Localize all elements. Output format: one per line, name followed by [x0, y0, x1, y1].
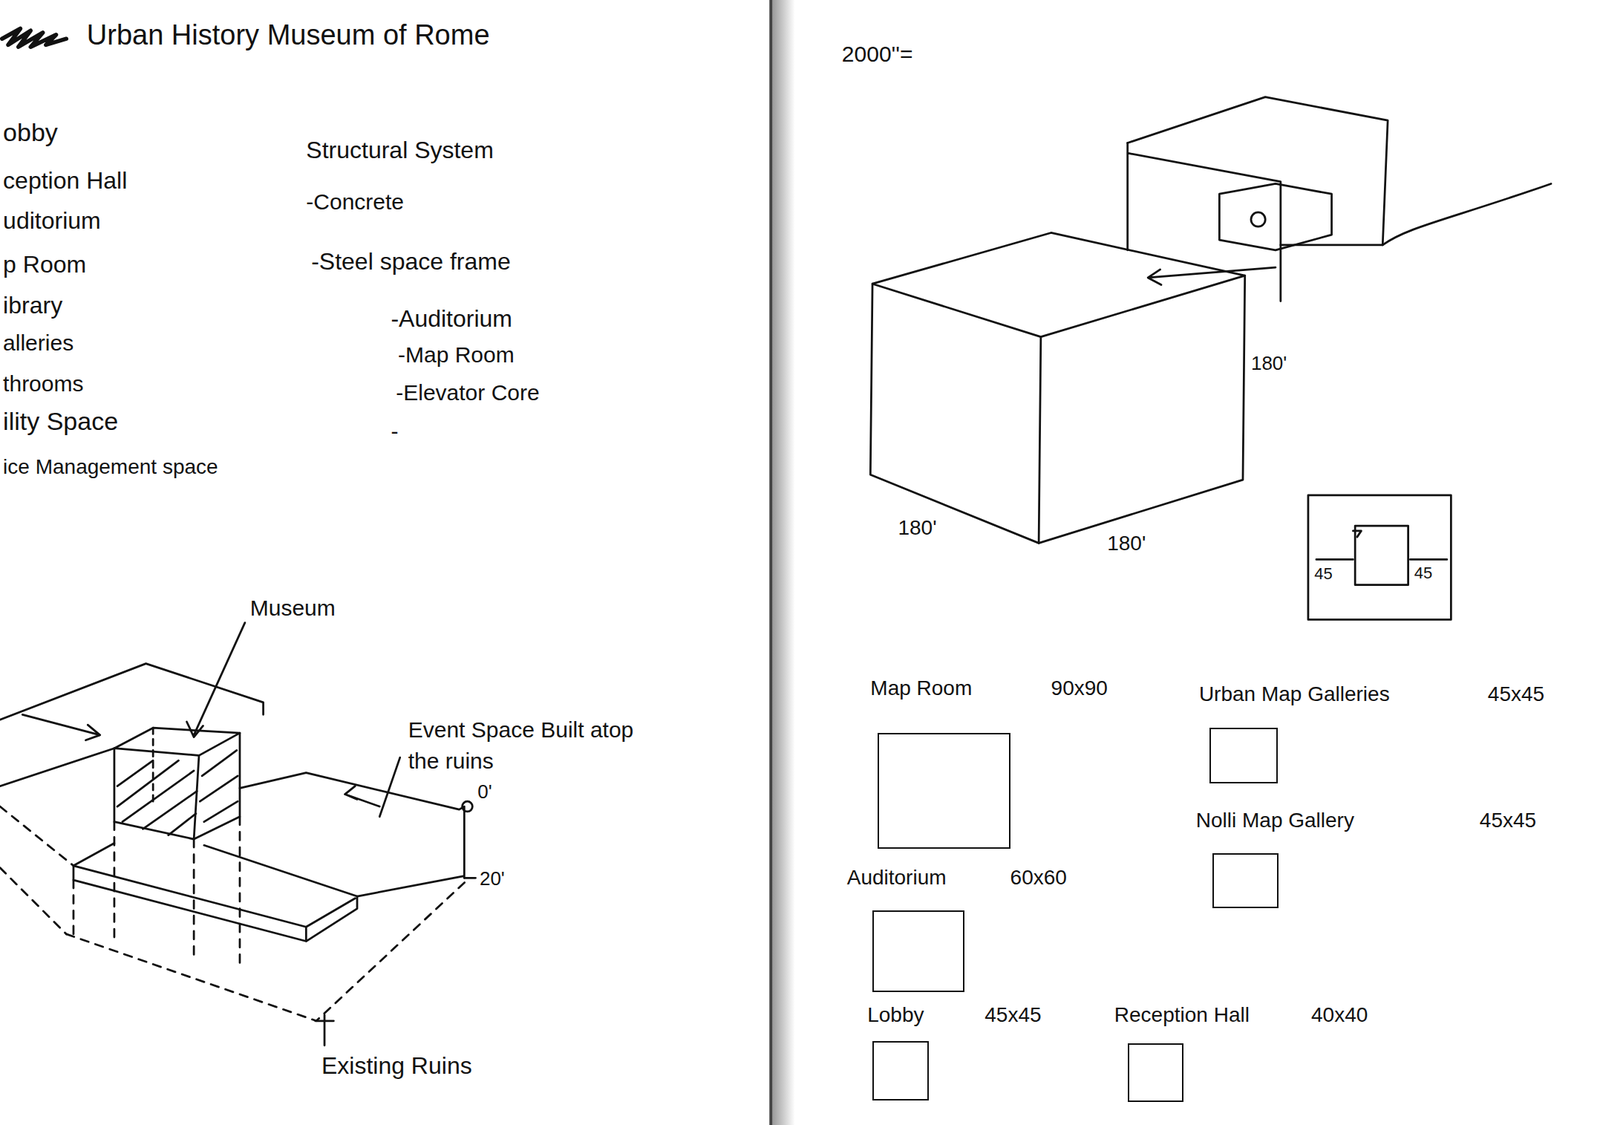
- room-block: Nolli Map Gallery 45x45: [1196, 807, 1537, 909]
- program-item: ception Hall: [2, 166, 127, 195]
- dimension-label: 180': [897, 515, 937, 541]
- dimension-label: 45: [1414, 563, 1433, 583]
- room-size: 45x45: [984, 1002, 1041, 1028]
- room-square: [1127, 1043, 1185, 1103]
- list-item: -Elevator Core: [395, 379, 540, 407]
- list-heading: Structural System: [305, 135, 494, 165]
- room-square: [1212, 853, 1279, 909]
- callout-label: Event Space Built atop the ruins: [408, 714, 654, 777]
- program-item: alleries: [2, 329, 74, 357]
- dimension-label: 180': [1251, 351, 1287, 375]
- room-name: Reception Hall: [1114, 1002, 1250, 1028]
- program-item: throoms: [2, 370, 84, 398]
- room-square: [872, 910, 965, 992]
- room-square: [877, 732, 1011, 850]
- program-item: ice Management space: [2, 454, 219, 480]
- room-size: 60x60: [1010, 864, 1067, 891]
- room-block: Reception Hall 40x40: [1114, 1002, 1369, 1103]
- room-block: Map Room 90x90: [870, 675, 1108, 850]
- callout-label: Museum: [250, 594, 336, 622]
- list-item: -Map Room: [397, 341, 515, 369]
- room-name: Map Room: [870, 675, 972, 701]
- room-size: 45x45: [1479, 807, 1537, 834]
- program-item: ility Space: [2, 406, 119, 437]
- area-note: 2000''=: [841, 40, 914, 68]
- callout-label: Existing Ruins: [321, 1051, 473, 1080]
- dimension-label: 180': [1107, 530, 1146, 557]
- program-item: p Room: [2, 250, 87, 279]
- room-block: Auditorium 60x60: [847, 864, 1067, 992]
- dimension-label: 20': [479, 867, 505, 891]
- room-name: Auditorium: [847, 864, 947, 891]
- room-square: [1209, 727, 1278, 785]
- page-title: Urban History Museum of Rome: [86, 18, 491, 53]
- list-item: -: [390, 418, 398, 445]
- dimension-label: 0': [477, 780, 492, 804]
- room-block: Lobby 45x45: [867, 1002, 1041, 1101]
- room-size: 40x40: [1311, 1002, 1368, 1028]
- room-name: Urban Map Galleries: [1199, 681, 1390, 707]
- room-size: 90x90: [1051, 675, 1108, 701]
- program-item: uditorium: [2, 206, 101, 235]
- room-block: Urban Map Galleries 45x45: [1199, 681, 1545, 784]
- room-name: Nolli Map Gallery: [1196, 807, 1355, 834]
- dimension-label: 45: [1314, 564, 1332, 584]
- room-size: 45x45: [1487, 681, 1545, 707]
- list-item: -Auditorium: [390, 304, 513, 333]
- list-item: -Concrete: [305, 188, 404, 216]
- program-item: obby: [2, 117, 58, 148]
- room-name: Lobby: [867, 1002, 924, 1028]
- list-item: -Steel space frame: [311, 247, 511, 276]
- room-square: [872, 1040, 929, 1101]
- program-item: ibrary: [2, 291, 63, 320]
